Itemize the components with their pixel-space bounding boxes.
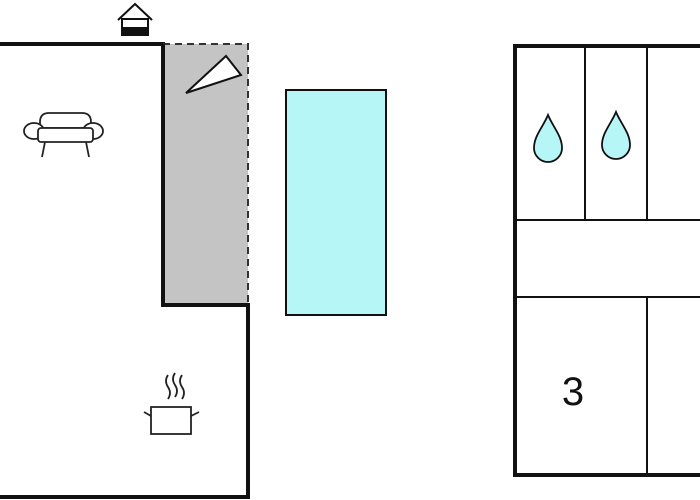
cooking-pot-icon	[143, 372, 200, 435]
sofa-icon	[23, 112, 104, 158]
bedroom-number-label: 3	[562, 370, 584, 414]
water-drop-icon	[533, 112, 563, 163]
terrace-triangle-icon	[185, 54, 243, 94]
right-building	[513, 44, 700, 477]
swimming-pool	[285, 89, 387, 316]
water-drop-icon	[601, 109, 631, 160]
entrance-icon	[117, 2, 153, 36]
right-building-outer-wall	[513, 44, 700, 477]
terrace-dashed-edge	[163, 43, 249, 305]
